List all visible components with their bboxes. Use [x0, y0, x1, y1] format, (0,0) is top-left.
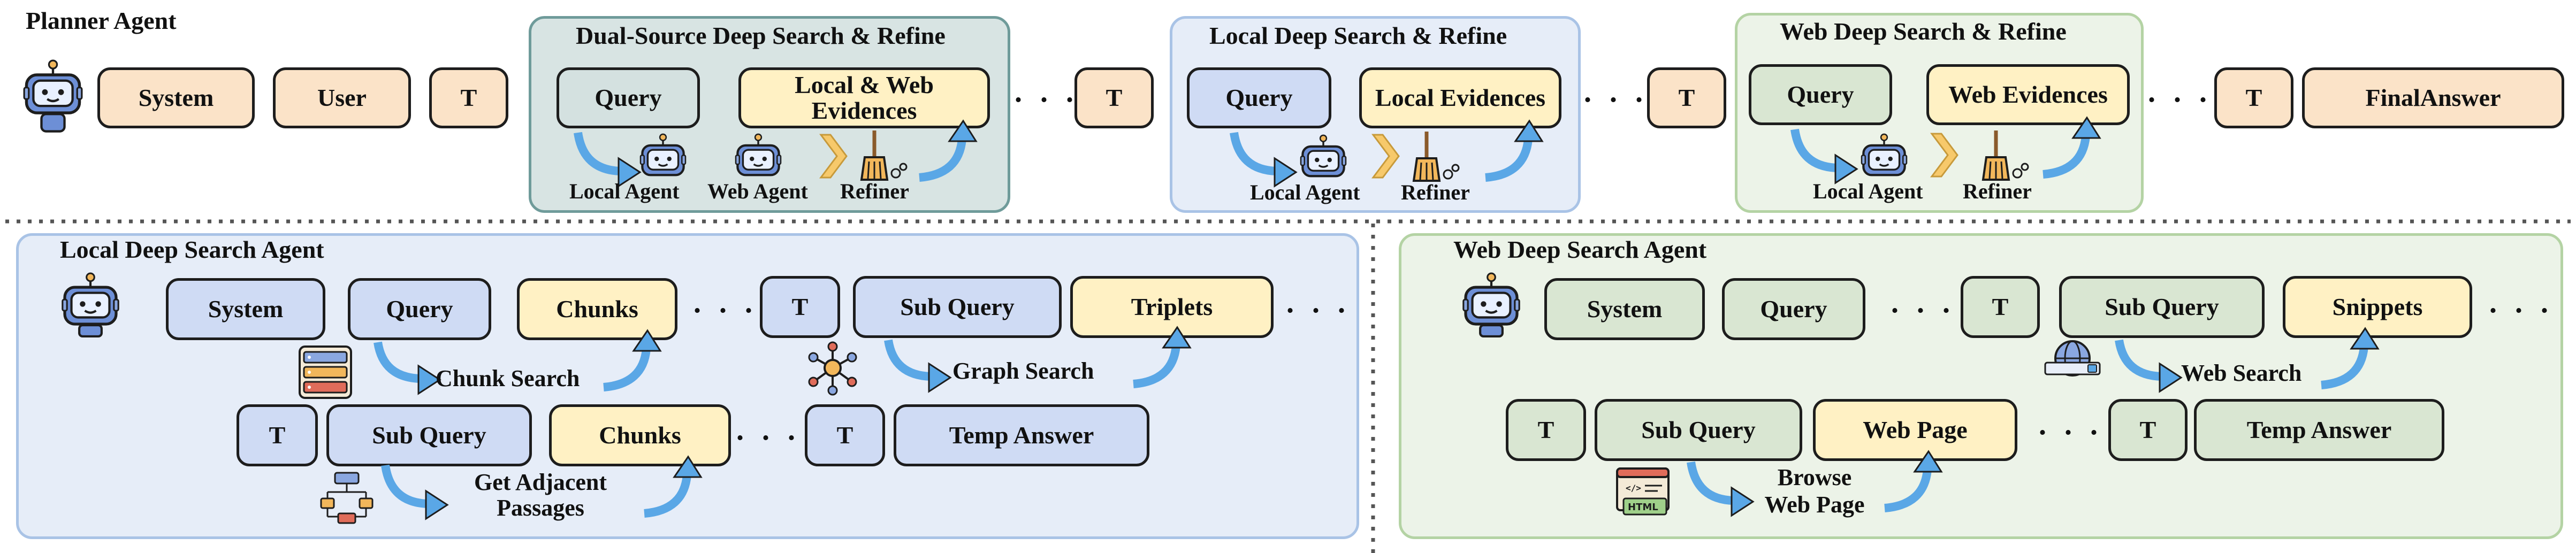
- robot-icon: [24, 60, 82, 133]
- web-t2-box: T: [1506, 399, 1586, 461]
- web-system-box: System: [1544, 278, 1705, 340]
- web-t3-box: T: [2108, 399, 2188, 461]
- web-subquery2-box: Sub Query: [1595, 399, 1802, 461]
- dual-source-title: Dual-Source Deep Search & Refine: [576, 22, 946, 49]
- planner-dots-1: . . .: [1015, 75, 1079, 109]
- refiner-broom-icon: [1411, 132, 1462, 183]
- svg-text:HTML: HTML: [1628, 502, 1658, 513]
- local-dots-2: . . .: [1286, 286, 1351, 319]
- local-chunks-box: Chunks: [517, 278, 677, 340]
- local-refine-arrow-out: [1485, 119, 1544, 182]
- local-temp-answer-box: Temp Answer: [894, 404, 1149, 466]
- graph-search-arrow: [884, 339, 952, 393]
- planner-t2-box: T: [1074, 67, 1154, 128]
- planner-t4-box: T: [2214, 67, 2293, 128]
- flowchart-icon: [320, 472, 374, 524]
- local-t3-box: T: [805, 404, 885, 466]
- local-query-box: Query: [348, 278, 491, 340]
- web-dots-3: . . .: [2039, 408, 2103, 441]
- local-agent-title: Local Deep Search Agent: [60, 236, 324, 263]
- chunk-search-arrow: [374, 341, 441, 395]
- planner-system-box: System: [97, 67, 255, 128]
- final-answer-box: FinalAnswer: [2302, 67, 2564, 128]
- dual-arrow-in: [574, 132, 642, 188]
- chunk-search-label: Chunk Search: [436, 365, 580, 391]
- local-t2-box: T: [237, 404, 318, 466]
- web-refine-agent-label: Local Agent: [1813, 179, 1923, 203]
- dual-arrow-out: [919, 119, 978, 182]
- local-refine-robot-icon: [1300, 135, 1346, 180]
- web-snippets-box: Snippets: [2283, 276, 2472, 338]
- adjacent-arrow: [381, 464, 449, 520]
- web-search-label: Web Search: [2181, 360, 2302, 386]
- local-subquery2-box: Sub Query: [326, 404, 532, 466]
- web-search-arrow: [2115, 339, 2183, 393]
- local-system-box: System: [166, 278, 325, 340]
- svg-text:</>: </>: [1626, 483, 1641, 493]
- local-dots-1: . . .: [693, 286, 758, 319]
- web-dots-2: . . .: [2489, 286, 2554, 319]
- web-refine-title: Web Deep Search & Refine: [1780, 18, 2067, 45]
- local-t-box: T: [760, 276, 840, 338]
- local-agent-robot-icon: [640, 134, 686, 179]
- web-query-box: Query: [1722, 278, 1865, 340]
- globe-icon: [2044, 340, 2101, 377]
- browse-arrow: [1687, 461, 1755, 517]
- graph-icon: [808, 341, 857, 396]
- dual-evidence-box: Local & Web Evidences: [738, 67, 990, 128]
- web-search-out-arrow: [2321, 327, 2380, 389]
- chevron-icon: [1931, 133, 1958, 178]
- robot-icon: [62, 273, 119, 338]
- local-refine-title: Local Deep Search & Refine: [1209, 22, 1507, 49]
- refiner-broom-icon: [1980, 130, 2031, 182]
- web-dots-1: . . .: [1891, 286, 1955, 319]
- web-agent-robot-icon: [735, 134, 781, 179]
- web-refine-evidence-box: Web Evidences: [1926, 64, 2130, 125]
- robot-icon: [1463, 273, 1520, 338]
- chevron-icon: [1372, 134, 1400, 179]
- web-refine-robot-icon: [1861, 134, 1907, 179]
- refiner-broom-icon: [858, 130, 910, 182]
- adjacent-out-arrow: [644, 455, 703, 518]
- local-refine-query-box: Query: [1187, 67, 1331, 128]
- dual-web-agent-label: Web Agent: [707, 179, 808, 203]
- web-refine-refiner-label: Refiner: [1963, 179, 2032, 203]
- dual-query-box: Query: [557, 67, 700, 128]
- database-icon: [299, 345, 352, 399]
- local-refine-evidence-box: Local Evidences: [1359, 67, 1561, 128]
- local-dots-3: . . .: [736, 413, 801, 447]
- planner-dots-3: . . .: [2148, 75, 2212, 109]
- graph-search-label: Graph Search: [952, 358, 1094, 384]
- web-page-box: Web Page: [1813, 399, 2017, 461]
- chunk-search-out-arrow: [603, 329, 662, 391]
- dual-refiner-label: Refiner: [840, 179, 909, 203]
- planner-t-box: T: [429, 67, 508, 128]
- web-refine-arrow-out: [2042, 116, 2101, 179]
- vertical-divider: [1371, 224, 1375, 553]
- planner-title: Planner Agent: [26, 7, 177, 34]
- browse-label: Browse Web Page: [1764, 464, 1865, 518]
- planner-dots-2: . . .: [1584, 75, 1648, 109]
- local-subquery-box: Sub Query: [853, 276, 1062, 338]
- web-refine-query-box: Query: [1749, 64, 1892, 125]
- local-refine-agent-label: Local Agent: [1250, 180, 1360, 204]
- web-agent-title: Web Deep Search Agent: [1453, 236, 1707, 263]
- local-refine-arrow-in: [1230, 132, 1298, 188]
- adjacent-label: Get Adjacent Passages: [474, 469, 607, 521]
- web-subquery-box: Sub Query: [2059, 276, 2265, 338]
- chevron-icon: [820, 134, 848, 179]
- dual-local-agent-label: Local Agent: [569, 179, 680, 203]
- web-temp-answer-box: Temp Answer: [2194, 399, 2444, 461]
- browse-out-arrow: [1884, 450, 1943, 512]
- planner-t3-box: T: [1647, 67, 1726, 128]
- html-icon: </> HTML: [1616, 467, 1670, 516]
- web-t-box: T: [1961, 276, 2040, 338]
- planner-user-box: User: [273, 67, 411, 128]
- web-refine-arrow-in: [1790, 128, 1858, 185]
- local-refine-refiner-label: Refiner: [1401, 180, 1470, 204]
- graph-search-out-arrow: [1133, 326, 1192, 388]
- local-triplets-box: Triplets: [1070, 276, 1274, 338]
- horizontal-divider: [5, 219, 2571, 224]
- local-chunks2-box: Chunks: [549, 404, 731, 466]
